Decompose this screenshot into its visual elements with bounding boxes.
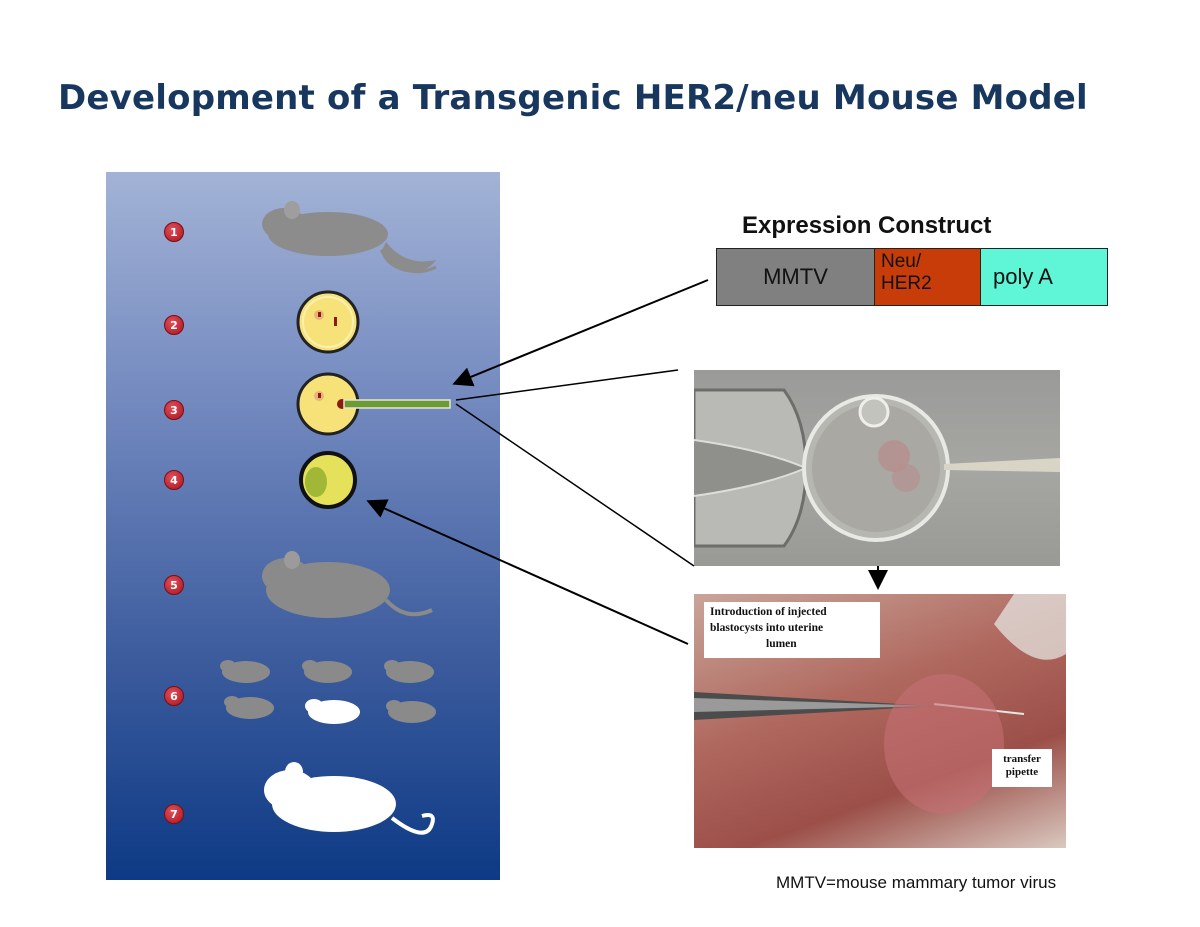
step-badge-7: 7 — [164, 804, 184, 824]
transgenic-mouse-icon — [264, 762, 435, 835]
step-badge-3: 3 — [164, 400, 184, 420]
mmtv-segment: MMTV — [717, 249, 875, 305]
fertilized-egg-icon — [296, 290, 360, 354]
donor-mouse-icon — [262, 201, 437, 274]
zoom-line-top — [455, 369, 679, 401]
procedure-panel: 1 2 3 4 5 6 7 — [106, 172, 500, 880]
polya-segment: poly A — [981, 249, 1107, 305]
foster-mother-icon — [262, 551, 433, 618]
embryo-icon — [299, 451, 357, 509]
pipette-label-line-2: pipette — [1005, 766, 1039, 778]
neu-label: Neu/ — [881, 251, 922, 272]
microinjection-egg-icon — [296, 372, 451, 436]
pipette-label: transfer pipette — [992, 749, 1052, 787]
construct-arrow — [452, 279, 709, 387]
zoom-line-bottom — [455, 403, 695, 567]
expression-construct: MMTV Neu/ HER2 poly A — [716, 248, 1108, 306]
page-title: Development of a Transgenic HER2/neu Mou… — [58, 78, 1088, 118]
pipette-label-line-1: transfer — [1003, 753, 1041, 765]
step-badge-2: 2 — [164, 315, 184, 335]
construct-title: Expression Construct — [742, 212, 992, 239]
caption-line-2: blastocysts into uterine — [710, 622, 824, 634]
her2-label: HER2 — [881, 273, 932, 294]
neu-her2-segment: Neu/ HER2 — [875, 249, 981, 305]
caption-line-3: lumen — [766, 638, 797, 650]
step-badge-5: 5 — [164, 575, 184, 595]
embryo-arrow — [366, 499, 689, 645]
step-badge-1: 1 — [164, 222, 184, 242]
implantation-photo: Introduction of injected blastocysts int… — [694, 594, 1066, 848]
microinjection-photo — [694, 370, 1060, 566]
implantation-illustration — [694, 594, 1066, 814]
caption-line-1: Introduction of injected — [710, 606, 827, 618]
procedure-illustrations — [220, 201, 451, 835]
photo-caption: Introduction of injected blastocysts int… — [704, 602, 880, 658]
step-badge-6: 6 — [164, 686, 184, 706]
litter-icon — [220, 660, 436, 724]
microinjection-illustration — [694, 388, 1060, 548]
step-badge-4: 4 — [164, 470, 184, 490]
footnote: MMTV=mouse mammary tumor virus — [776, 873, 1057, 892]
